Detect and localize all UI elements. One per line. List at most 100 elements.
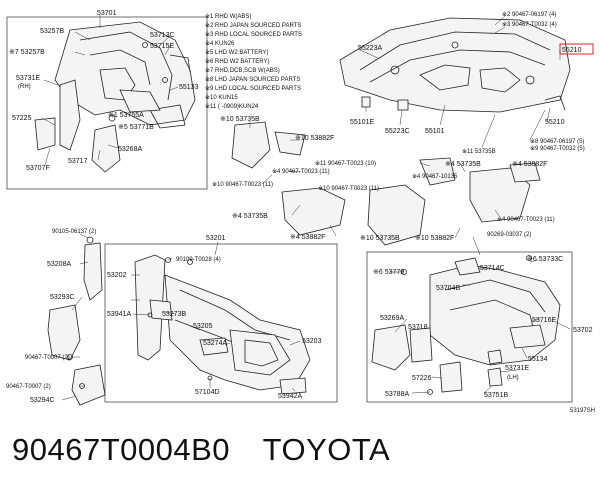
label-53755a: ※1 53755A: [108, 112, 144, 119]
label-53208a: 53208A: [47, 261, 71, 268]
notes-list: ※1 RHD W(ABS) ※2 RHD JAPAN SOURCED PARTS…: [205, 13, 302, 110]
label-90269-03037: 90269-03037 (2): [487, 232, 531, 238]
label-90109-t0028: 90109-T0028 (4): [176, 257, 221, 263]
label-53273b: 53273B: [162, 311, 186, 318]
left-bracket-leader-lines: [61, 233, 89, 401]
label-lh: (LH): [507, 375, 519, 381]
label-90467-06197-5: ※8 90467-06197 (5): [530, 138, 584, 145]
label-53731e: 53731E: [16, 75, 40, 82]
note-7: ※7 RHD,DCB,SCB W(ABS): [205, 67, 280, 74]
label-53942a: 53942A: [278, 393, 302, 400]
label-57225: 57225: [12, 115, 32, 122]
label-53257b-note7: ※7 53257B: [9, 49, 45, 56]
silencer-leader-lines: [249, 121, 501, 239]
label-53269a: 53269A: [380, 315, 404, 322]
dash-panel-drawing: [339, 17, 571, 113]
label-53882f-note10-a: ※10 53882F: [295, 135, 334, 142]
note-6: ※6 RHD W2 BATTERY): [205, 58, 269, 65]
radiator-support-labels: 53201 90109-T0028 (4) 53202 53941A 53273…: [107, 235, 322, 400]
apron-leader-lines: [41, 15, 179, 166]
note-8: ※8 LHD JAPAN SOURCED PARTS: [205, 76, 300, 83]
label-53274a: 53274A: [203, 340, 227, 347]
label-53716e: 53716E: [532, 317, 556, 324]
note-4: ※4 KUN26: [205, 40, 235, 47]
label-57226: 57226: [412, 375, 432, 382]
label-53718: 53718: [408, 324, 428, 331]
note-10: ※10 KUN15: [205, 94, 238, 101]
lower-apron-box: [366, 251, 573, 403]
silencer-labels: ※10 53735B ※10 53882F ※4 90467-T0023 (11…: [212, 116, 555, 242]
label-57104d: 57104D: [195, 389, 220, 396]
label-55101e: 55101E: [350, 119, 374, 126]
label-90467-t0023-note11: ※11 90467-T0023 (10): [315, 160, 376, 167]
lower-apron-drawing: [371, 255, 561, 395]
radiator-support-drawing: [134, 254, 311, 395]
label-53202: 53202: [107, 272, 127, 279]
apron-labels: 53701 53257B ※7 53257B 53713C 53715E 537…: [9, 10, 199, 172]
label-53717: 53717: [68, 158, 88, 165]
label-53714c: 53714C: [480, 265, 505, 272]
label-53731e-lh: 53731E: [505, 365, 529, 372]
label-90467-t0032-5: ※9 90467-T0032 (5): [530, 145, 585, 152]
label-90467-t0007-b: 90467-T0007 (2): [6, 384, 51, 390]
label-53205: 53205: [193, 323, 213, 330]
note-11: ※11 ( -0909)KUN24: [205, 103, 259, 110]
label-55210: 55210: [545, 119, 565, 126]
note-5: ※5 LHD W2 BATTERY): [205, 49, 268, 56]
label-90467-t0023-note4: ※4 90467-T0023 (11): [272, 168, 330, 175]
label-53704b: 53704B: [436, 285, 460, 292]
label-90467-10135: ※4 90467-10135: [412, 173, 458, 180]
label-55133: 55133: [179, 84, 199, 91]
label-53733c-note6: ※6 53733C: [527, 256, 563, 263]
label-53257b: 53257B: [40, 28, 64, 35]
part-caption: 90467T0004B0 TOYOTA: [12, 432, 414, 468]
apron-assembly-box: [6, 16, 208, 190]
note-1: ※1 RHD W(ABS): [205, 13, 251, 20]
label-rh: (RH): [18, 84, 31, 90]
label-55223c: 55223C: [385, 128, 410, 135]
label-55223a: 55223A: [358, 45, 382, 52]
silencer-pads-drawing: [231, 121, 541, 246]
label-55134: 55134: [528, 356, 548, 363]
label-53882f-note4-a: ※4 53882F: [290, 234, 325, 241]
label-53735b-note10-a: ※10 53735B: [220, 116, 260, 123]
label-90467-t0032-4: ※3 90467-T0032 (4): [502, 21, 557, 28]
exploded-parts-diagram: 53701 53257B ※7 53257B 53713C 53715E 537…: [6, 10, 595, 414]
label-53268a: 53268A: [118, 146, 142, 153]
label-53735b-note4-b: ※4 53735B: [445, 161, 481, 168]
label-53779-note6: ※6 53779: [373, 269, 404, 276]
label-53751b: 53751B: [484, 392, 508, 399]
lower-apron-leader-lines: [390, 236, 571, 394]
left-brackets-drawing: [47, 236, 106, 406]
label-90467-t0023-note4-b: ※4 90467-T0023 (11): [497, 216, 555, 223]
note-9: ※9 LHD LOCAL SOURCED PARTS: [205, 85, 301, 92]
label-90467-t0023-note10: ※10 90467-T0023 (11): [212, 181, 273, 188]
radiator-leader-lines: [131, 241, 301, 392]
radiator-support-box: [104, 243, 338, 403]
label-53201: 53201: [206, 235, 226, 242]
label-53293c: 53293C: [50, 294, 75, 301]
label-90105-06137: 90105-06137 (2): [52, 229, 96, 235]
label-55101: 55101: [425, 128, 445, 135]
label-53715e: 53715E: [150, 43, 174, 50]
left-bracket-labels: 90105-06137 (2) 53208A 53293C 90467-T000…: [6, 229, 96, 404]
label-53701: 53701: [97, 10, 117, 17]
label-90467-t0007-a: 90467-T0007 (2): [25, 355, 70, 361]
label-53203: 53203: [302, 338, 322, 345]
label-53788a: 53788A: [385, 391, 409, 398]
highlighted-part-55210: [559, 43, 594, 55]
note-2: ※2 RHD JAPAN SOURCED PARTS: [205, 22, 301, 29]
label-55210-top: 55210: [562, 47, 582, 54]
figure-code: 53197SH: [570, 408, 595, 414]
part-number: 90467T0004B0: [12, 432, 231, 467]
brand-name: TOYOTA: [262, 432, 391, 467]
label-53882f-note10-b: ※10 53882F: [415, 235, 454, 242]
note-3: ※3 RHD LOCAL SOURCED PARTS: [205, 31, 302, 38]
label-53294c: 53294C: [30, 397, 55, 404]
label-53713c: 53713C: [150, 32, 175, 39]
label-53735b-note4-a: ※4 53735B: [232, 213, 268, 220]
dash-panel-labels: ※2 90467-06197 (4) ※3 90467-T0032 (4) 55…: [350, 11, 585, 155]
label-90467-t0023-note10-b: ※10 90467-T0023 (11): [318, 185, 379, 192]
label-53735b-note10-b: ※10 53735B: [360, 235, 400, 242]
